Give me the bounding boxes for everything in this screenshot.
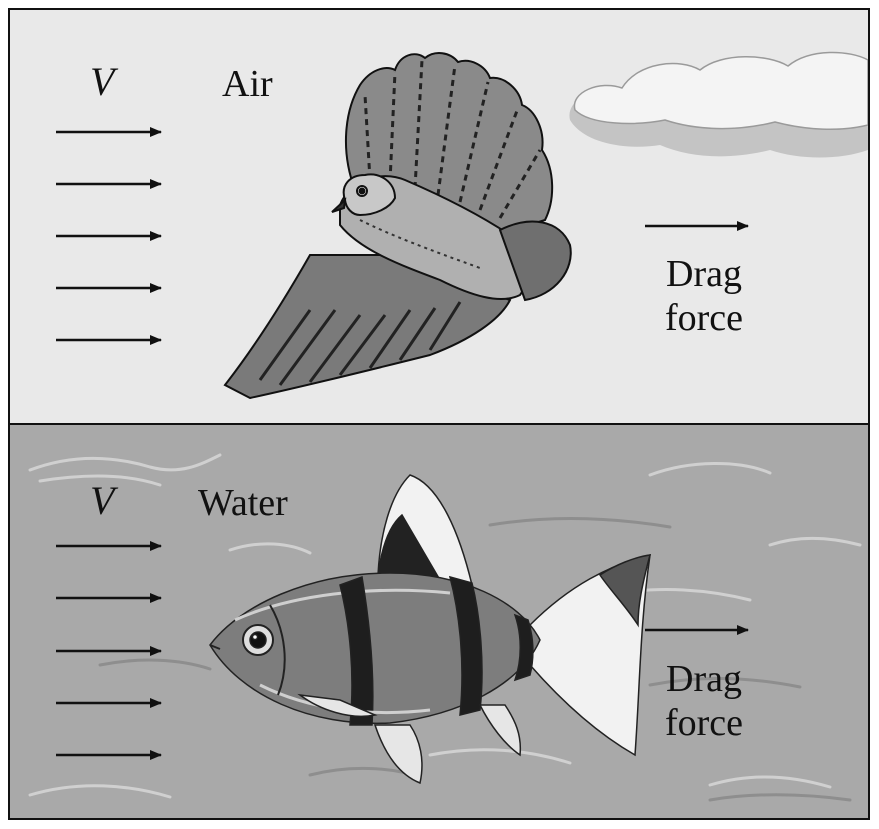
medium-label-air: Air [222,62,273,106]
bird-icon [225,53,571,398]
water-panel-graphics [10,425,868,818]
velocity-arrows-water [56,546,161,755]
velocity-arrows-air [56,132,161,340]
air-panel: V Air Drag force [10,10,868,423]
drag-label-line2: force [644,701,764,745]
water-panel: V Water Drag force [10,425,868,818]
drag-force-label-air: Drag force [644,252,764,340]
velocity-label-water: V [90,477,114,524]
figure-frame: V Air Drag force [8,8,870,820]
drag-label-line2: force [644,296,764,340]
velocity-label-air: V [90,58,114,105]
cloud-icon [569,52,868,157]
drag-label-line1: Drag [644,252,764,296]
drag-label-line1: Drag [644,657,764,701]
air-panel-graphics [10,10,868,423]
drag-force-label-water: Drag force [644,657,764,745]
medium-label-water: Water [198,481,288,525]
